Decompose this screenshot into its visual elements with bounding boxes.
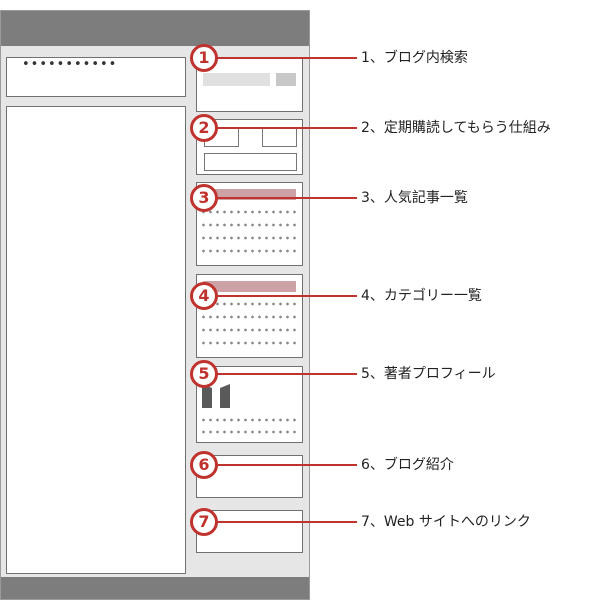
dotted-line bbox=[200, 223, 298, 227]
dotted-line bbox=[200, 236, 298, 240]
callout-number-3: 3 bbox=[190, 184, 218, 212]
callout-label-3: 3、人気記事一覧 bbox=[361, 190, 468, 206]
callout-line bbox=[217, 127, 357, 129]
callout-line bbox=[217, 464, 357, 466]
callout-line bbox=[217, 373, 357, 375]
subscribe-button-mock-2 bbox=[262, 127, 297, 147]
callout-label-6: 6、ブログ紹介 bbox=[361, 457, 454, 473]
callout-line bbox=[217, 521, 357, 523]
callout-line bbox=[217, 197, 357, 199]
callout-label-1: 1、ブログ内検索 bbox=[361, 50, 468, 66]
dotted-line bbox=[200, 418, 298, 422]
main-content-area bbox=[6, 106, 186, 574]
dotted-line bbox=[200, 341, 298, 345]
callout-number-6: 6 bbox=[190, 451, 218, 479]
subscribe-field-mock bbox=[204, 153, 297, 171]
callout-label-2: 2、定期購読してもらう仕組み bbox=[361, 120, 551, 136]
callout-label-4: 4、カテゴリー一覧 bbox=[361, 288, 482, 304]
footer-bar bbox=[1, 577, 309, 599]
categories-title-bar bbox=[203, 281, 296, 292]
search-box-placeholder: ••••••••••• bbox=[22, 57, 118, 72]
callout-number-7: 7 bbox=[190, 508, 218, 536]
header-search-box bbox=[6, 57, 186, 97]
dotted-line bbox=[200, 302, 298, 306]
callout-number-4: 4 bbox=[190, 282, 218, 310]
dotted-line bbox=[200, 315, 298, 319]
dotted-line bbox=[200, 328, 298, 332]
search-field-mock bbox=[203, 73, 270, 86]
popular-posts-title-bar bbox=[203, 189, 296, 200]
callout-label-5: 5、著者プロフィール bbox=[361, 366, 496, 382]
callout-number-1: 1 bbox=[190, 44, 218, 72]
callout-line bbox=[217, 57, 357, 59]
callout-number-5: 5 bbox=[190, 360, 218, 388]
callout-line bbox=[217, 295, 357, 297]
dotted-line bbox=[200, 430, 298, 434]
callout-number-2: 2 bbox=[190, 114, 218, 142]
header-bar bbox=[1, 11, 309, 46]
dotted-line bbox=[200, 249, 298, 253]
search-button-mock bbox=[276, 73, 296, 86]
dotted-line bbox=[200, 210, 298, 214]
callout-label-7: 7、Web サイトへのリンク bbox=[361, 514, 531, 530]
